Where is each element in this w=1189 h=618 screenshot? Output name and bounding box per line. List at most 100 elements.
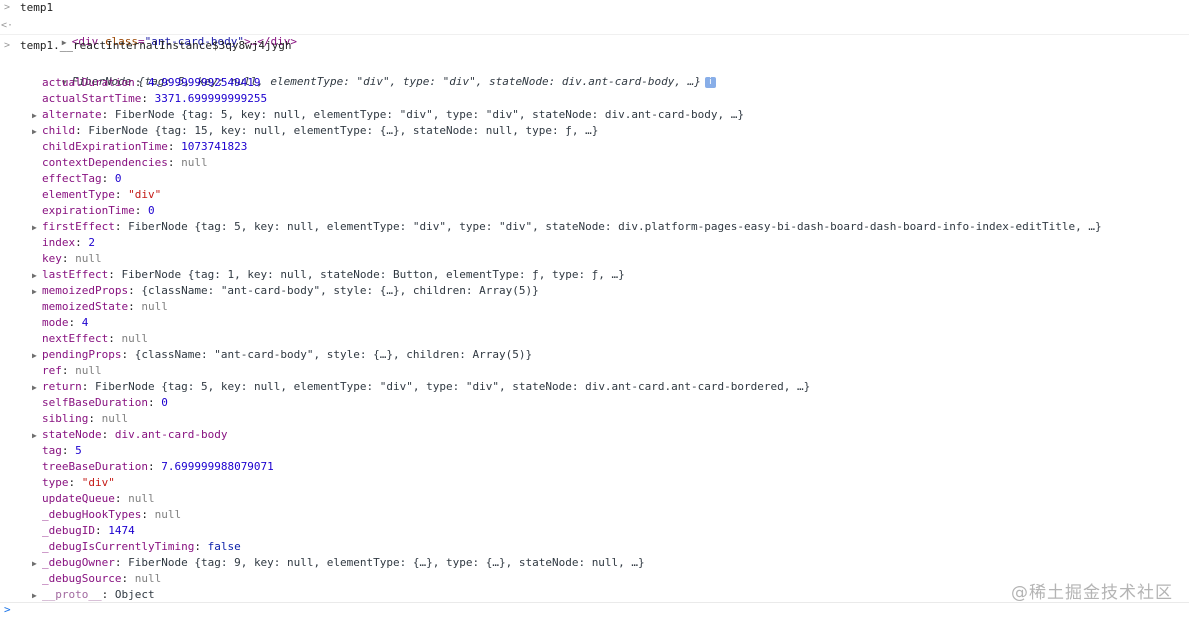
property-key: __proto__ (42, 588, 102, 601)
property-value: "div" (128, 188, 162, 201)
property-key: _debugSource (42, 572, 122, 585)
key-separator: : (94, 524, 109, 537)
property-key: elementType (42, 188, 115, 201)
property-value: 1474 (108, 524, 135, 537)
property-row[interactable]: ▶stateNode: div.ant-card-body (32, 427, 227, 443)
property-key: index (42, 236, 76, 249)
property-row[interactable]: ▶firstEffect: FiberNode {tag: 5, key: nu… (32, 219, 1102, 235)
key-separator: : (128, 284, 142, 297)
key-separator: : (128, 300, 142, 313)
key-separator: : (68, 476, 82, 489)
property-key: child (42, 124, 76, 137)
info-icon[interactable]: i (704, 76, 716, 88)
property-value: null (101, 412, 129, 425)
property-value: FiberNode {tag: 1, key: null, stateNode:… (121, 268, 625, 281)
expand-triangle-icon[interactable]: ▶ (32, 223, 37, 232)
property-row: memoizedState: null (32, 299, 168, 315)
property-row: _debugIsCurrentlyTiming: false (32, 539, 241, 555)
fiber-node-summary: FiberNode {tag: 5, key: null, elementTyp… (71, 75, 701, 88)
expand-triangle-icon[interactable]: ▶ (32, 351, 37, 360)
expand-triangle-icon[interactable]: ▶ (32, 431, 37, 440)
property-row: index: 2 (32, 235, 95, 251)
property-row[interactable]: ▶ __proto__: Object (32, 587, 155, 603)
property-value: 5 (75, 444, 82, 457)
key-separator: : (88, 412, 102, 425)
property-value: {className: "ant-card-body", style: {…},… (141, 284, 539, 297)
key-separator: : (108, 332, 122, 345)
expand-triangle-icon[interactable]: ▶ (32, 559, 37, 568)
key-separator: : (121, 572, 135, 585)
property-value: 0 (147, 204, 155, 217)
property-key: actualDuration (42, 76, 135, 89)
property-row[interactable]: ▶memoizedProps: {className: "ant-card-bo… (32, 283, 539, 299)
key-separator: : (114, 188, 129, 201)
key-separator: : (101, 172, 115, 185)
property-key: expirationTime (42, 204, 135, 217)
property-value: 3371.699999999255 (154, 92, 268, 105)
key-separator: : (101, 588, 115, 601)
property-key: _debugOwner (42, 556, 115, 569)
property-row: _debugID: 1474 (32, 523, 135, 539)
property-key: stateNode (42, 428, 102, 441)
html-open-tag: <div (71, 35, 99, 48)
property-value: null (154, 508, 182, 521)
property-row: sibling: null (32, 411, 128, 427)
property-row: expirationTime: 0 (32, 203, 155, 219)
property-value: null (134, 572, 162, 585)
property-value: null (141, 300, 168, 313)
property-value: Object (114, 588, 155, 601)
prompt-chevron-icon: > (3, 40, 11, 51)
collapse-triangle-icon[interactable]: ▼ (61, 78, 67, 87)
expand-triangle-icon[interactable]: ▶ (32, 383, 37, 392)
expand-triangle-icon[interactable]: ▶ (61, 38, 67, 47)
key-separator: : (114, 556, 129, 569)
key-separator: : (194, 540, 208, 553)
property-value: null (75, 252, 102, 265)
key-separator: : (141, 508, 155, 521)
expand-triangle-icon[interactable]: ▶ (32, 287, 37, 296)
devtools-console: > temp1 <· ▶<div class="ant-card-body">…… (0, 0, 1189, 601)
property-value: null (128, 492, 155, 505)
property-row[interactable]: ▶return: FiberNode {tag: 5, key: null, e… (32, 379, 810, 395)
property-row[interactable]: ▶pendingProps: {className: "ant-card-bod… (32, 347, 532, 363)
property-row: type: "div" (32, 475, 115, 491)
property-value: {className: "ant-card-body", style: {…},… (134, 348, 533, 361)
property-key: sibling (42, 412, 89, 425)
console-result-entry[interactable]: <· ▶<div class="ant-card-body">…</div> (0, 18, 1189, 48)
key-separator: : (108, 268, 122, 281)
key-separator: : (81, 380, 95, 393)
expand-triangle-icon[interactable]: ▶ (32, 591, 37, 600)
console-prompt-input[interactable]: > (0, 602, 1189, 618)
console-input-entry-2[interactable]: > temp1.__reactInternalInstance$3qy8wj4j… (0, 38, 1189, 54)
property-row[interactable]: ▶lastEffect: FiberNode {tag: 1, key: nul… (32, 267, 625, 283)
property-value: 4 (81, 316, 89, 329)
property-row: updateQueue: null (32, 491, 155, 507)
property-row: _debugHookTypes: null (32, 507, 181, 523)
expand-triangle-icon[interactable]: ▶ (32, 111, 37, 120)
console-input-entry[interactable]: > temp1 (0, 0, 1189, 16)
property-row: childExpirationTime: 1073741823 (32, 139, 247, 155)
property-key: _debugIsCurrentlyTiming (42, 540, 195, 553)
property-key: type (42, 476, 69, 489)
key-separator: : (61, 252, 76, 265)
expand-triangle-icon[interactable]: ▶ (32, 271, 37, 280)
property-row: key: null (32, 251, 102, 267)
fiber-node-header[interactable]: ▼ FiberNode {tag: 5, key: null, elementTy… (0, 58, 1189, 88)
key-separator: : (147, 396, 162, 409)
property-row: effectTag: 0 (32, 171, 121, 187)
property-value: div.ant-card-body (114, 428, 228, 441)
html-attr-name: class (104, 35, 138, 48)
property-value: "div" (81, 476, 115, 489)
property-row: actualDuration: 4.999999992549419 (32, 75, 261, 91)
expand-triangle-icon[interactable]: ▶ (32, 127, 37, 136)
property-value: null (181, 156, 208, 169)
property-row[interactable]: ▶_debugOwner: FiberNode {tag: 9, key: nu… (32, 555, 645, 571)
key-separator: : (134, 76, 148, 89)
console-input-text: temp1 (20, 1, 54, 14)
property-value: FiberNode {tag: 5, key: null, elementTyp… (128, 220, 1102, 233)
property-row: nextEffect: null (32, 331, 148, 347)
property-row: ref: null (32, 363, 102, 379)
property-row[interactable]: ▶alternate: FiberNode {tag: 5, key: null… (32, 107, 744, 123)
property-key: mode (42, 316, 69, 329)
property-row[interactable]: ▶child: FiberNode {tag: 15, key: null, e… (32, 123, 598, 139)
